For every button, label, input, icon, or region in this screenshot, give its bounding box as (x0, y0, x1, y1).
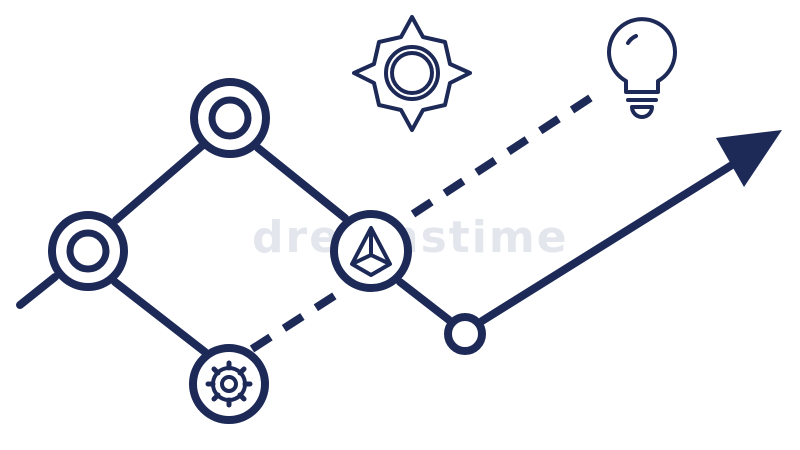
dashed-path (249, 89, 601, 353)
path-segment-left-to-top (112, 141, 207, 224)
gear-node (189, 344, 269, 424)
target-node-left (48, 211, 128, 291)
solid-path (16, 141, 744, 356)
target-node-top (190, 78, 270, 158)
path-segment-left-to-bottom (111, 278, 209, 356)
pyramid-node (330, 210, 412, 292)
target-icon (48, 211, 128, 291)
pyramid-icon (350, 226, 392, 277)
dashed-segment-bottom-to-middle (249, 285, 348, 353)
dashed-segment-middle-to-bulb (410, 89, 601, 218)
path-segment-entry (16, 273, 59, 309)
lightbulb-icon (607, 17, 677, 119)
arrow-icon (716, 130, 782, 187)
sun-icon (352, 15, 472, 132)
gear-icon (205, 360, 253, 408)
path-segment-top-to-middle (254, 144, 349, 222)
target-icon (190, 78, 270, 158)
path-segment-middle-to-small (396, 278, 453, 324)
path-segment-growth (478, 156, 744, 325)
circle-icon (444, 313, 486, 355)
